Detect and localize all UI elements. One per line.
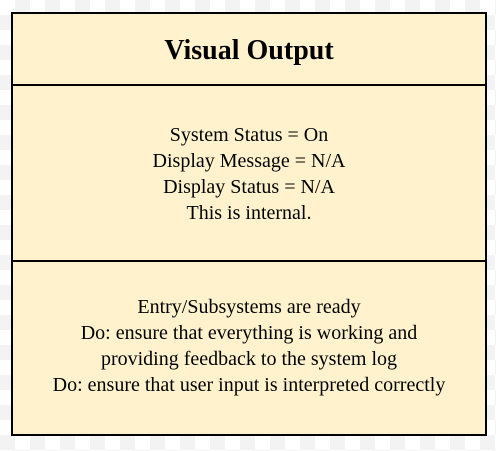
state-header: Visual Output	[13, 14, 485, 86]
attribute-note-internal: This is internal.	[186, 202, 312, 224]
attribute-display-status: Display Status = N/A	[163, 176, 335, 198]
state-attributes-compartment: System Status = On Display Message = N/A…	[13, 86, 485, 262]
attribute-display-message: Display Message = N/A	[152, 150, 346, 172]
activity-entry: Entry/Subsystems are ready	[137, 296, 361, 318]
state-title: Visual Output	[164, 35, 334, 66]
state-activities-compartment: Entry/Subsystems are ready Do: ensure th…	[13, 262, 485, 434]
state-box-visual-output: Visual Output System Status = On Display…	[11, 12, 487, 436]
attribute-system-status: System Status = On	[169, 124, 329, 146]
activity-do-system-log: Do: ensure that everything is working an…	[80, 322, 418, 370]
activity-do-user-input: Do: ensure that user input is interprete…	[52, 374, 446, 396]
